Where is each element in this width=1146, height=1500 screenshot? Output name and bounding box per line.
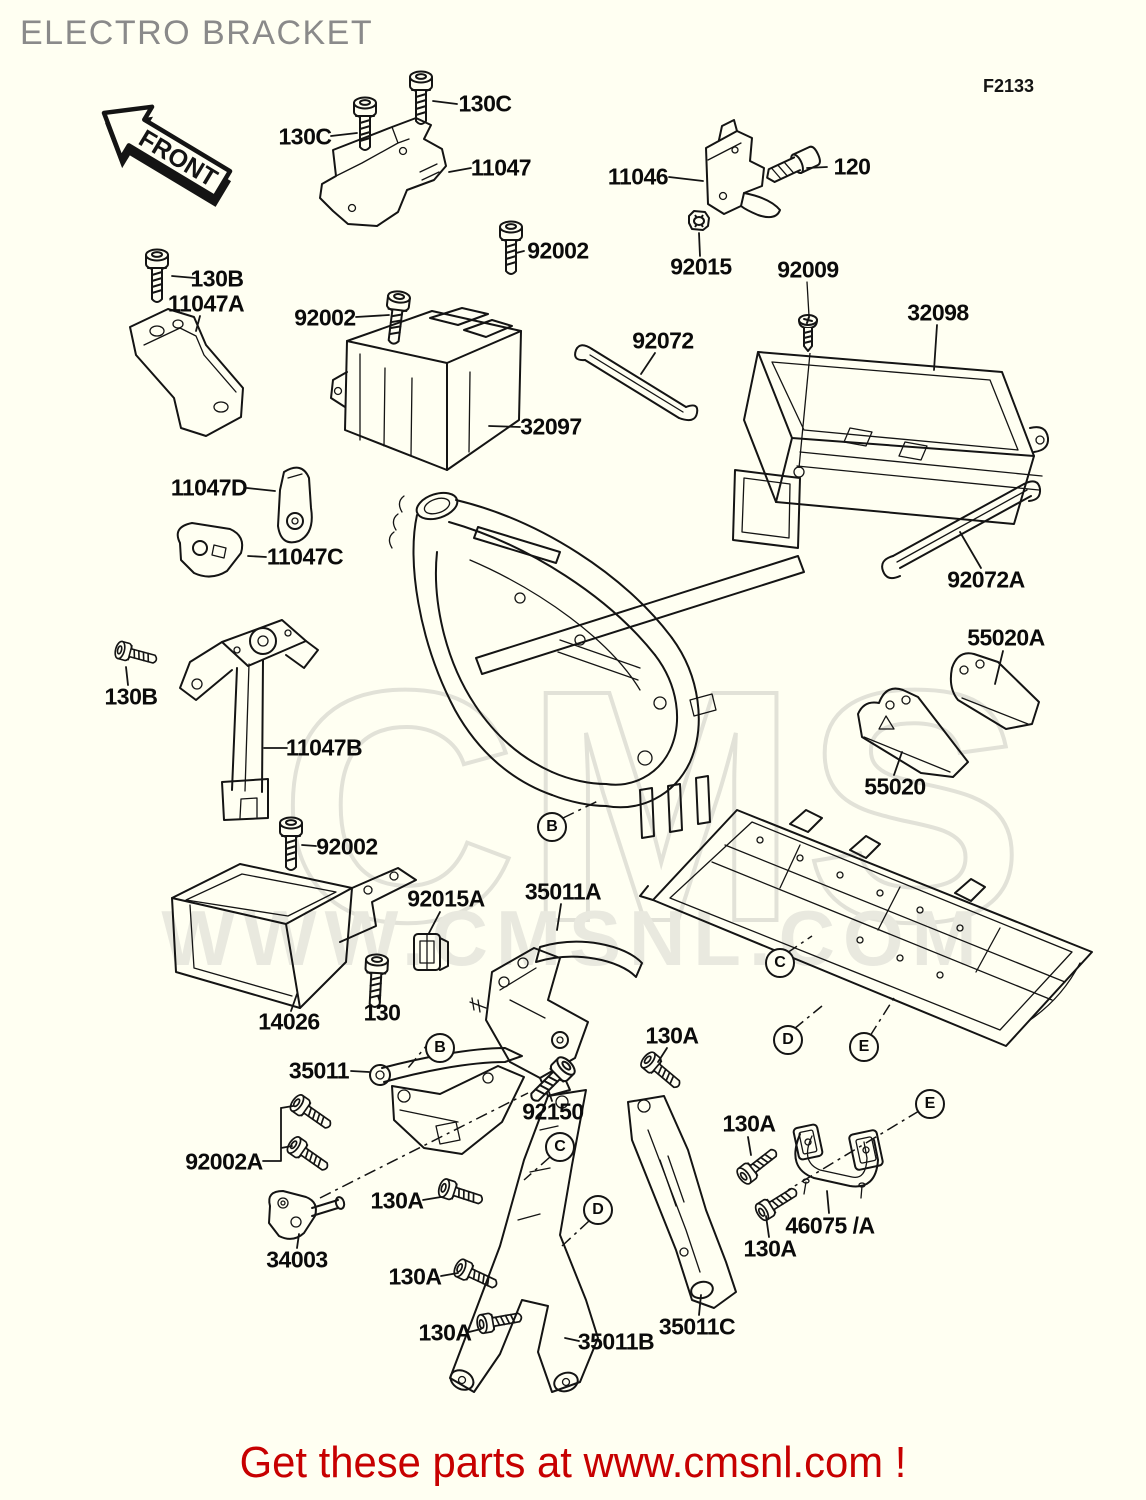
part-label-130a-2: 130A [370, 1187, 424, 1214]
part-label-92072: 92072 [632, 327, 694, 354]
part-120-screw-drawing [766, 145, 821, 183]
part-label-130a-4: 130A [388, 1263, 442, 1290]
part-label-11047b: 11047B [285, 734, 363, 761]
callout-marker-c-2: C [545, 1132, 575, 1162]
part-label-130c-2: 130C [458, 90, 512, 117]
part-130b-bolt-1-drawing [145, 248, 169, 303]
part-label-35011c: 35011C [658, 1313, 736, 1340]
part-label-92150: 92150 [522, 1098, 584, 1125]
watermark-url-text: WWW.CMSNL.COM [161, 894, 984, 982]
part-label-11047d: 11047D [170, 474, 248, 501]
part-46075-drawing [792, 1123, 884, 1199]
callout-marker-c-1: C [765, 948, 795, 978]
part-32097-drawing [330, 307, 522, 471]
part-14026-drawing [171, 863, 417, 1009]
footer-promo-text: Get these parts at www.cmsnl.com ! [239, 1438, 907, 1487]
part-label-92002a: 92002A [185, 1148, 263, 1175]
part-130c-bolt-right-drawing [409, 70, 433, 125]
part-label-32097: 32097 [520, 413, 582, 440]
part-35011c-drawing [627, 1095, 737, 1309]
part-label-130c-1: 130C [278, 123, 332, 150]
part-130c-bolt-left-drawing [353, 96, 377, 151]
callout-marker-d-2: D [583, 1195, 613, 1225]
part-35011-drawing [369, 1047, 525, 1155]
part-label-14026: 14026 [258, 1008, 320, 1035]
part-32098-drawing [732, 351, 1050, 549]
part-130b-bolt-2-drawing [112, 639, 160, 670]
callout-marker-b-1: B [537, 812, 567, 842]
part-rear-frame-drawing [639, 809, 1093, 1047]
part-55020a-drawing [949, 652, 1040, 730]
part-label-55020: 55020 [864, 773, 926, 800]
part-label-11046: 11046 [607, 163, 669, 190]
callout-marker-e-1: E [849, 1032, 879, 1062]
part-label-35011a: 35011A [524, 878, 602, 905]
part-92002-bolt-2-drawing [381, 289, 412, 346]
part-11047b-drawing [179, 619, 319, 821]
part-label-92009: 92009 [777, 256, 839, 283]
part-label-11047a: 11047A [167, 290, 245, 317]
part-label-130a-6: 130A [418, 1319, 472, 1346]
part-label-130a-3: 130A [722, 1110, 776, 1137]
part-92015a-drawing [413, 933, 449, 971]
part-label-92002-1: 92002 [527, 237, 589, 264]
part-label-130: 130 [363, 999, 401, 1026]
part-92072a-drawing [881, 480, 1042, 580]
part-11047d-drawing [277, 466, 313, 544]
callout-marker-e-2: E [915, 1089, 945, 1119]
part-130a-bolt-3-drawing [733, 1143, 783, 1188]
front-arrow: FRONT [101, 104, 233, 207]
part-label-55020a: 55020A [967, 624, 1045, 651]
part-label-130b-1: 130B [190, 265, 244, 292]
part-92009-locating-line [798, 352, 811, 469]
part-label-32098: 32098 [907, 299, 969, 326]
page-title: ELECTRO BRACKET [20, 14, 374, 52]
part-11047-drawing [319, 117, 447, 227]
callout-marker-b-2: B [425, 1033, 455, 1063]
part-11046-drawing [705, 119, 781, 219]
part-11047a-drawing [129, 308, 244, 437]
leader-lines [125, 100, 1004, 1342]
part-label-120: 120 [833, 153, 871, 180]
part-35011b-drawing [449, 1089, 599, 1393]
part-92002-bolt-1-drawing [499, 220, 523, 275]
part-label-35011b: 35011B [577, 1328, 655, 1355]
part-55020-drawing [857, 687, 969, 778]
part-label-92072a: 92072A [947, 566, 1025, 593]
part-11047c-drawing [176, 522, 244, 578]
part-label-11047c: 11047C [266, 543, 344, 570]
part-92002a-bolt-2-drawing [283, 1133, 333, 1177]
part-label-130a-5: 130A [743, 1235, 797, 1262]
part-92015-nut-drawing [688, 210, 710, 231]
part-35011a-drawing [469, 940, 643, 1097]
figure-code: F2133 [983, 76, 1035, 96]
part-label-35011: 35011 [288, 1057, 350, 1084]
part-label-92015a: 92015A [407, 885, 485, 912]
part-main-frame-drawing [388, 491, 805, 839]
part-130a-bolt-6-drawing [474, 1307, 524, 1335]
part-label-92002-3: 92002 [316, 833, 378, 860]
part-label-34003: 34003 [266, 1246, 328, 1273]
part-34003-drawing [268, 1190, 346, 1240]
part-130a-bolt-2-drawing [435, 1176, 486, 1211]
part-label-130b-2: 130B [104, 683, 158, 710]
part-label-130a-1: 130A [645, 1022, 699, 1049]
chain-lines [319, 799, 920, 1247]
part-92072-drawing [574, 344, 699, 422]
callout-marker-d-1: D [773, 1025, 803, 1055]
watermark: CMS WWW.CMSNL.COM [161, 619, 1026, 992]
part-92002a-bolt-1-drawing [286, 1091, 336, 1135]
part-92009-screw-drawing [798, 314, 818, 352]
part-label-92015: 92015 [670, 253, 732, 280]
part-label-46075a: 46075 /A [785, 1212, 875, 1239]
part-label-92002-2: 92002 [294, 304, 356, 331]
part-label-11047: 11047 [470, 154, 532, 181]
